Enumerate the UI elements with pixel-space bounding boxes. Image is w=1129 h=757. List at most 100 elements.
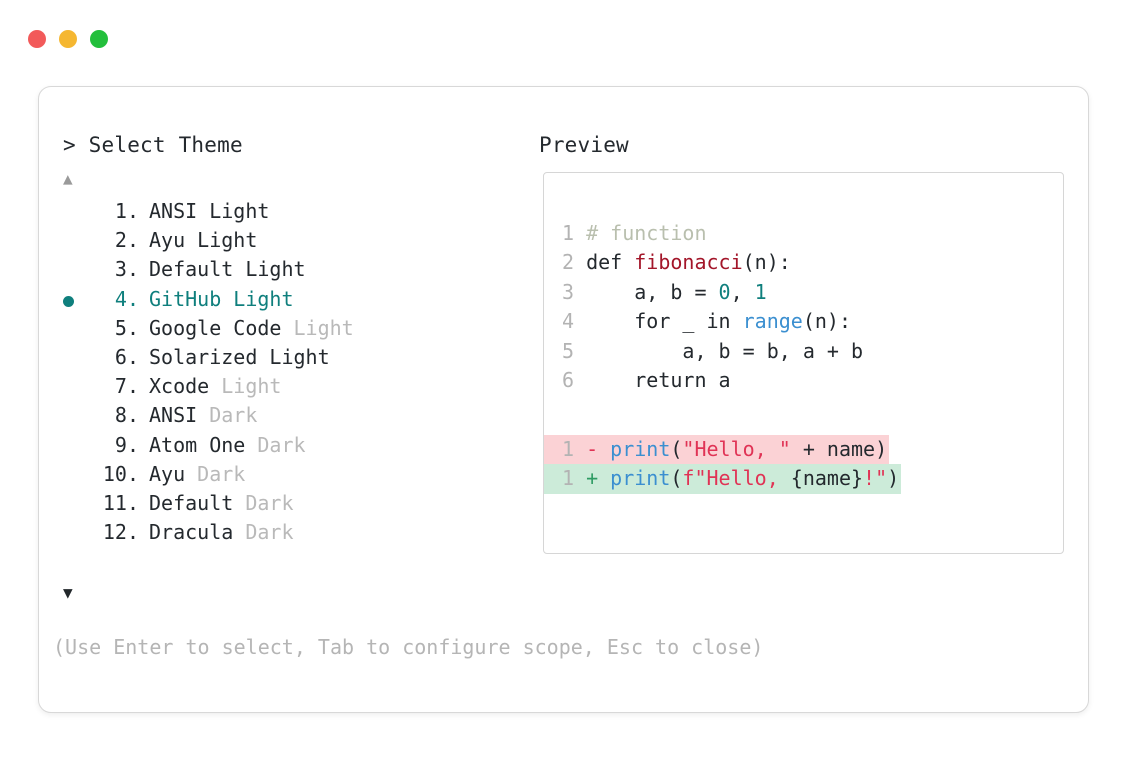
theme-list-item[interactable]: 9.Atom One Dark: [63, 433, 513, 462]
theme-item-name: Atom One: [149, 432, 246, 457]
code-token: (n):: [802, 309, 852, 334]
theme-item-variant: Light: [185, 228, 258, 253]
diff-marker: +: [574, 466, 611, 491]
code-line-number: 4: [562, 309, 575, 334]
code-gutter-space: [574, 250, 586, 274]
code-line: 4 for _ in range(n):: [562, 307, 863, 336]
diff-line-number: 1: [562, 466, 575, 491]
code-token: return a: [586, 368, 731, 393]
theme-item-name: Google Code: [149, 315, 282, 340]
theme-item-number: 7.: [114, 374, 139, 399]
theme-item-variant: Light: [221, 286, 294, 311]
theme-list-item[interactable]: 3. Default Light: [63, 257, 513, 286]
theme-item-variant: Dark: [245, 432, 306, 457]
code-line: 6 return a: [562, 366, 863, 395]
theme-item-name: Default: [149, 490, 234, 515]
theme-item-number: 12.: [102, 520, 139, 545]
keyboard-hint: (Use Enter to select, Tab to configure s…: [53, 635, 764, 659]
preview-title: Preview: [539, 133, 629, 157]
theme-list-item[interactable]: 6.Solarized Light: [63, 345, 513, 374]
theme-item-number: 1.: [114, 199, 139, 223]
code-token: # function: [586, 221, 707, 245]
theme-list-item[interactable]: 8. ANSI Dark: [63, 403, 513, 432]
theme-item-name: Xcode: [149, 374, 210, 399]
theme-item-number: 10.: [102, 461, 139, 486]
selection-bullet-slot: [63, 295, 93, 307]
code-token: 1: [754, 279, 767, 304]
theme-item-variant: Dark: [185, 461, 246, 486]
code-gutter-space: [574, 339, 586, 363]
code-token: def: [586, 250, 635, 275]
theme-list-item[interactable]: 4. GitHub Light: [63, 287, 513, 316]
code-token: a, b = b, a + b: [586, 338, 864, 363]
code-line-number: 2: [562, 250, 575, 275]
theme-list-item[interactable]: 2.Ayu Light: [63, 228, 513, 257]
code-token: fibonacci: [634, 250, 743, 275]
page-title: > Select Theme: [63, 133, 243, 157]
theme-item-number: 4.: [114, 286, 139, 311]
code-line-number: 6: [562, 368, 575, 393]
code-line: 1 # function: [562, 219, 863, 248]
code-line-number: 3: [562, 279, 575, 304]
theme-list-item[interactable]: 7. Xcode Light: [63, 374, 513, 403]
code-token: (: [670, 466, 683, 491]
theme-item-variant: Light: [257, 344, 330, 369]
code-token: {name}: [790, 466, 864, 491]
theme-item-name: Ayu: [149, 461, 186, 486]
minimize-dot[interactable]: [59, 30, 77, 48]
scroll-down-icon[interactable]: ▼: [63, 583, 73, 602]
code-token: (: [670, 437, 683, 461]
code-token: (n):: [742, 250, 791, 275]
diff-block: 1 - print("Hello, " + name)1 + print(f"H…: [544, 435, 1063, 494]
theme-item-number: 2.: [114, 228, 139, 253]
code-line: 5 a, b = b, a + b: [562, 337, 863, 366]
theme-item-variant: Light: [281, 315, 354, 340]
theme-item-name: Default: [149, 257, 234, 282]
theme-item-variant: Light: [233, 257, 306, 282]
theme-item-number: 5.: [114, 315, 139, 340]
theme-item-name: GitHub: [149, 286, 222, 311]
theme-item-variant: Light: [209, 374, 282, 399]
code-gutter-space: [574, 280, 586, 304]
theme-item-number: 6.: [114, 344, 139, 369]
code-token: print: [610, 466, 671, 491]
code-gutter-space: [574, 368, 586, 392]
theme-item-number: 11.: [102, 490, 139, 515]
theme-list-item[interactable]: 1.ANSI Light: [63, 199, 513, 228]
diff-line-added: 1 + print(f"Hello, {name}!"): [544, 464, 902, 494]
code-token: ": [875, 466, 888, 491]
code-token: range: [742, 309, 803, 334]
diff-line-removed: 1 - print("Hello, " + name): [544, 435, 890, 465]
theme-item-variant: Dark: [233, 490, 294, 515]
code-line: 3 a, b = 0, 1: [562, 278, 863, 307]
theme-item-number: 3.: [114, 257, 139, 282]
diff-line-number: 1: [562, 437, 575, 461]
theme-item-variant: Dark: [233, 520, 294, 545]
theme-list-item[interactable]: 10. Ayu Dark: [63, 462, 513, 491]
code-token: 0: [718, 279, 731, 304]
theme-item-name: ANSI: [149, 403, 198, 428]
theme-list-item[interactable]: 11. Default Dark: [63, 491, 513, 520]
selected-bullet-icon: [63, 295, 74, 307]
code-token: f"Hello,: [682, 466, 791, 491]
theme-list-item[interactable]: 12. Dracula Dark: [63, 520, 513, 549]
code-line-number: 5: [562, 338, 575, 363]
code-token: + name): [790, 437, 888, 461]
code-token: !: [863, 466, 876, 491]
code-token: for _ in: [586, 309, 743, 334]
theme-item-number: 8.: [114, 403, 139, 428]
code-token: ): [887, 466, 900, 491]
code-token: "Hello, ": [682, 437, 791, 461]
code-token: print: [610, 437, 671, 461]
code-line: 2 def fibonacci(n):: [562, 248, 863, 277]
scroll-up-icon[interactable]: ▲: [63, 169, 73, 188]
theme-list-item[interactable]: 5. Google Code Light: [63, 316, 513, 345]
theme-item-variant: Dark: [197, 403, 258, 428]
close-dot[interactable]: [28, 30, 46, 48]
theme-item-name: Dracula: [149, 520, 234, 545]
maximize-dot[interactable]: [90, 30, 108, 48]
code-line-number: 1: [562, 221, 575, 245]
